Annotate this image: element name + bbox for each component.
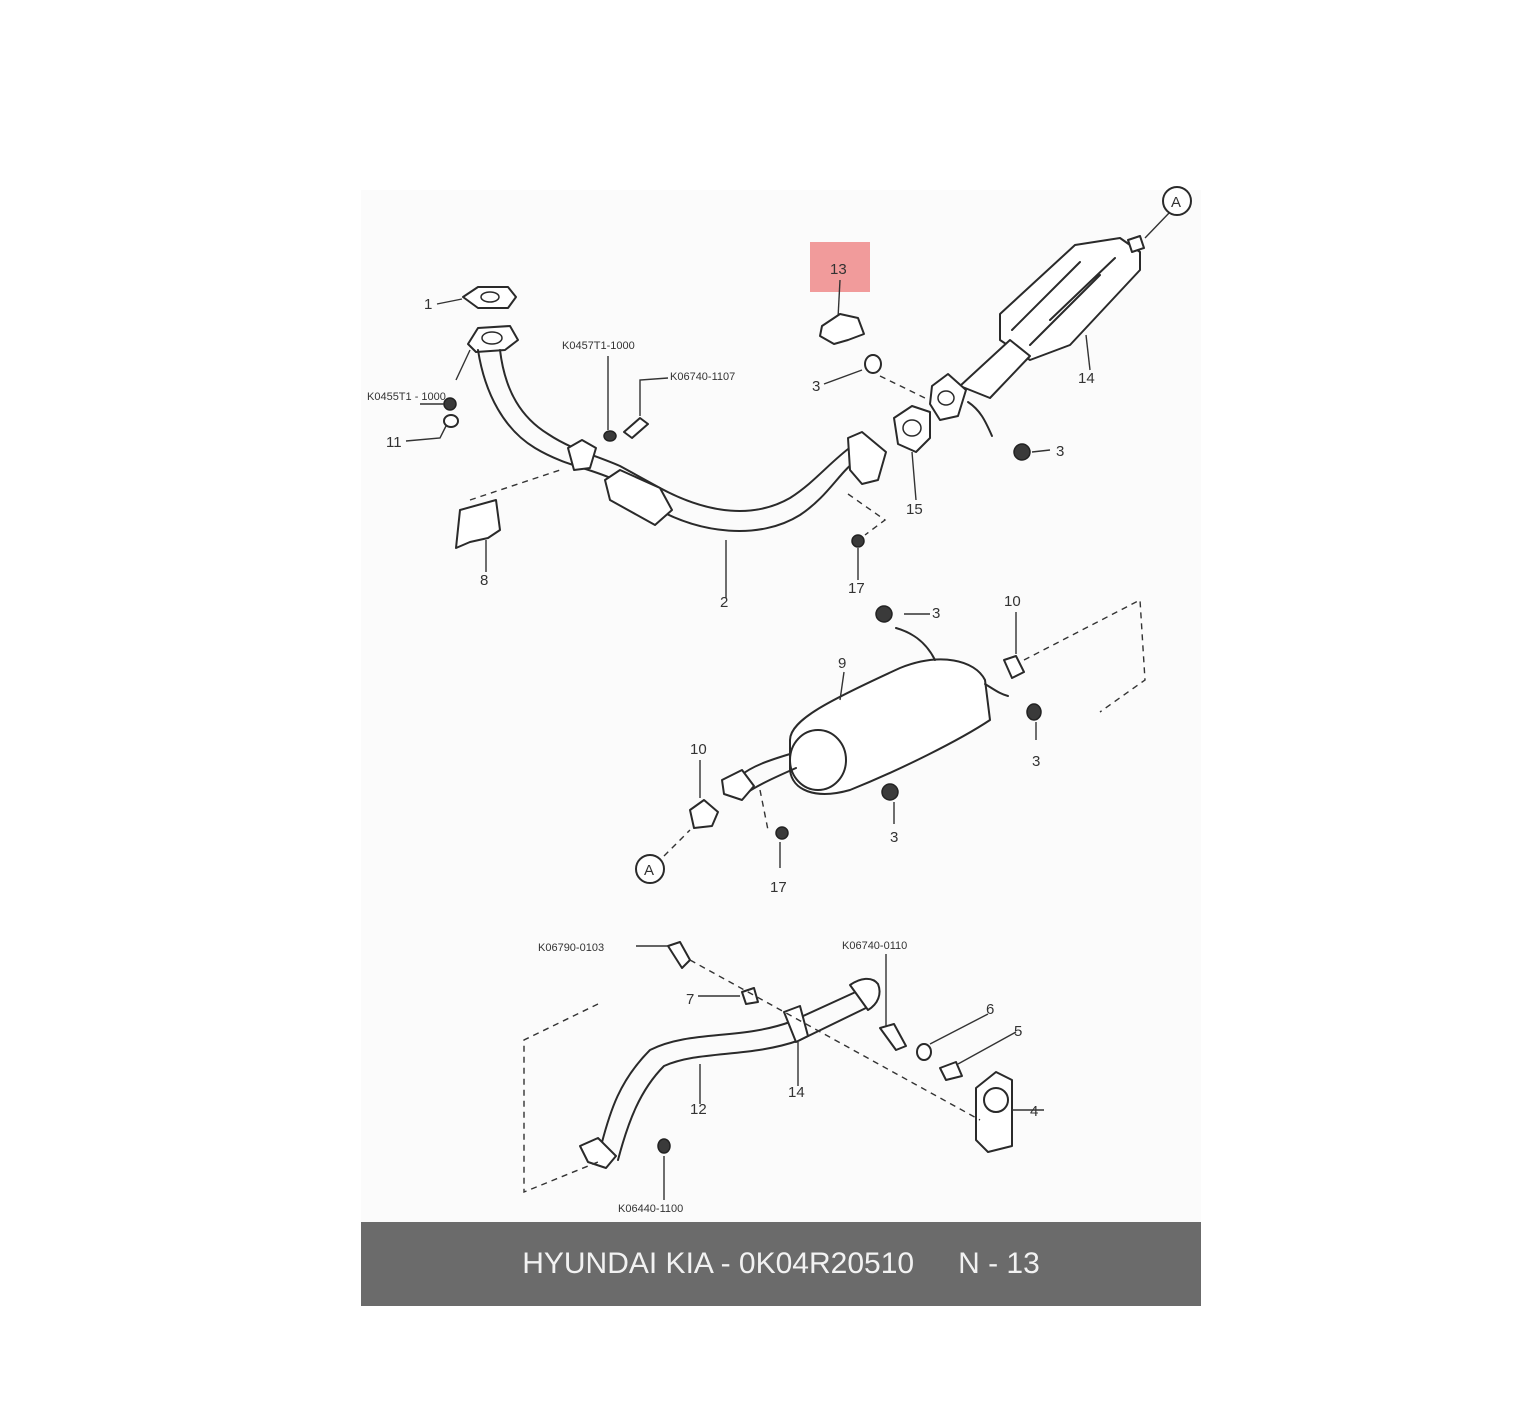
rubber-part-3-right [1013, 443, 1031, 461]
rubber-part-3-mid-bottom [881, 783, 899, 801]
spring-k0457 [603, 430, 617, 442]
part-number-k0457: K0457T1-1000 [562, 340, 635, 352]
part-number-k06440: K06440-1100 [618, 1203, 683, 1215]
ref-a-mid [635, 854, 665, 884]
callout-ref-a-mid: A [644, 862, 654, 879]
rubber-part-3-mid-top [875, 605, 893, 623]
bracket-part-8 [455, 499, 501, 549]
hanger-part-13 [819, 279, 926, 399]
callout-10b: 10 [690, 741, 707, 758]
callout-10a: 10 [1004, 593, 1021, 610]
callout-1: 1 [424, 296, 432, 313]
callout-labels: 1 2 3 3 3 3 3 4 5 6 7 8 9 10 10 11 12 13… [386, 194, 1181, 1120]
callout-2: 2 [720, 594, 728, 611]
callout-3e: 3 [890, 829, 898, 846]
rubber-part-3-mid-right [1026, 703, 1042, 721]
hanger-part-10-right [1003, 655, 1025, 679]
nut-part-17-top [851, 534, 865, 548]
footer-brand-partnumber: HYUNDAI KIA - 0K04R20510 [522, 1247, 915, 1280]
collar-part-5 [939, 1061, 963, 1081]
callout-17a: 17 [848, 580, 865, 597]
callout-3a: 3 [812, 378, 820, 395]
hanger-part-10-left [689, 799, 719, 829]
nut-part-11 [443, 414, 459, 428]
callout-3b: 3 [1056, 443, 1064, 460]
callout-3c: 3 [932, 605, 940, 622]
callout-11: 11 [386, 434, 402, 451]
part-number-k06740-0110: K06740-0110 [842, 940, 907, 952]
callout-3d: 3 [1032, 753, 1040, 770]
washer-part-6 [916, 1043, 932, 1061]
callout-8: 8 [480, 572, 488, 589]
rubber-part-3-top [864, 354, 882, 374]
part-number-k06790: K06790-0103 [538, 942, 604, 954]
catalytic-converter-part-14 [929, 211, 1171, 461]
muffler-assembly [635, 598, 1146, 884]
ref-a-top [1162, 186, 1192, 216]
part-number-k0455: K0455T1 - 1000 [367, 391, 446, 403]
callout-5: 5 [1014, 1023, 1022, 1040]
footer-bar: HYUNDAI KIA - 0K04R20510 N - 13 [361, 1222, 1201, 1306]
footer-page-ref: N - 13 [958, 1247, 1040, 1280]
callout-15: 15 [906, 501, 923, 518]
callout-4: 4 [1030, 1103, 1038, 1120]
tail-pipe-part-12 [599, 989, 861, 1151]
callout-17b: 17 [770, 879, 787, 896]
callout-6: 6 [986, 1001, 994, 1018]
callout-7: 7 [686, 991, 694, 1008]
callout-ref-a-top: A [1171, 194, 1181, 211]
callout-14a: 14 [1078, 370, 1095, 387]
bolt-k06740-0110 [879, 1023, 907, 1051]
bolt-k06740-1107 [623, 417, 649, 439]
tail-pipe-assembly [523, 941, 1044, 1200]
nut-part-17-mid [775, 826, 789, 840]
front-pipe-assembly [405, 286, 887, 598]
part-7 [741, 987, 759, 1005]
part-number-k06740-1107: K06740-1107 [670, 371, 735, 383]
callout-14b: 14 [788, 1084, 805, 1101]
part-number-labels: K0455T1 - 1000 K0457T1-1000 K06740-1107 … [367, 340, 907, 1215]
callout-12: 12 [690, 1101, 707, 1118]
callout-13: 13 [830, 261, 847, 278]
nut-k06440 [657, 1138, 671, 1154]
callout-9: 9 [838, 655, 846, 672]
gasket-part-15 [893, 405, 931, 501]
